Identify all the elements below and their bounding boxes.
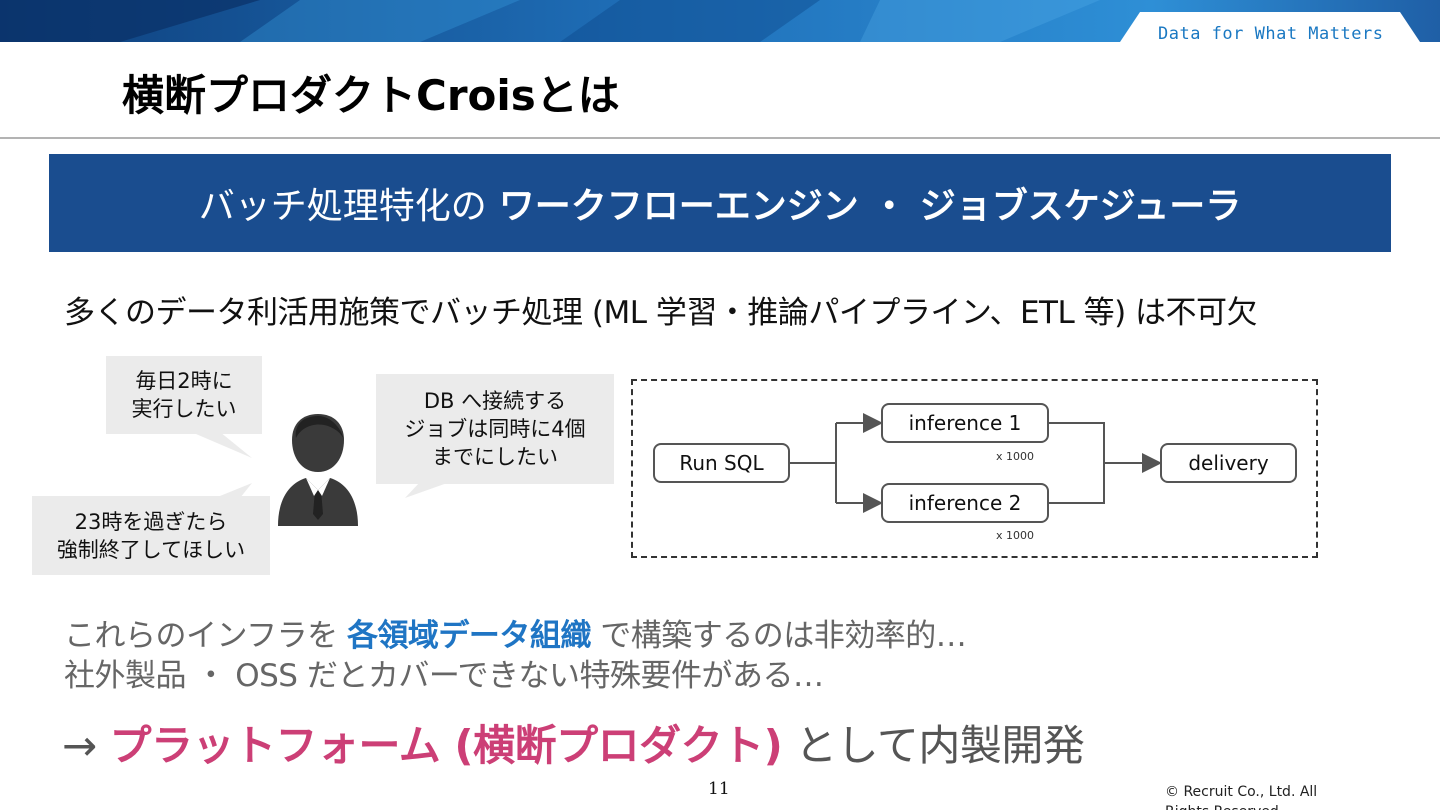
- page-title: 横断プロダクトCroisとは: [122, 71, 620, 120]
- conclusion-suffix: として内製開発: [782, 721, 1085, 770]
- bubble-concurrency-line1: DB へ接続する: [423, 389, 567, 413]
- businessman-icon: [278, 414, 358, 526]
- tagline: Data for What Matters: [1158, 24, 1384, 44]
- node-inference-2: inference 2: [881, 483, 1049, 523]
- bubble-concurrency-line2: ジョブは同時に4個: [404, 417, 586, 441]
- bubble-timeout-line1: 23時を過ぎたら: [74, 509, 228, 534]
- bubble-tail-schedule: [196, 432, 252, 458]
- copyright: © Recruit Co., Ltd. All Rights Reserved: [1165, 784, 1318, 810]
- problem-line-1-suffix: で構築するのは非効率的…: [590, 618, 967, 654]
- problem-line-1-prefix: これらのインフラを: [64, 618, 347, 654]
- problem-line-1: これらのインフラを 各領域データ組織 で構築するのは非効率的…: [64, 610, 967, 655]
- bubble-concurrency-line3: までにしたい: [432, 445, 558, 469]
- banner-light-text: バッチ処理特化の: [198, 186, 487, 227]
- bubble-schedule-line1: 毎日2時に: [135, 369, 233, 393]
- multiplier-inference-2: x 1000: [996, 529, 1035, 542]
- node-inference-1: inference 1: [881, 403, 1049, 443]
- workflow-diagram: [631, 379, 1318, 558]
- page-number: 11: [708, 779, 730, 799]
- banner-strong-text: ワークフローエンジン ・ ジョブスケジューラ: [498, 186, 1242, 227]
- node-delivery: delivery: [1160, 443, 1297, 483]
- node-run-sql: Run SQL: [653, 443, 790, 483]
- multiplier-inference-1: x 1000: [996, 450, 1035, 463]
- bubble-timeout: 23時を過ぎたら 強制終了してほしい: [32, 496, 270, 575]
- bubble-timeout-line2: 強制終了してほしい: [56, 537, 246, 562]
- bubble-schedule: 毎日2時に 実行したい: [106, 356, 262, 434]
- conclusion: → プラットフォーム (横断プロダクト) として内製開発: [62, 712, 1085, 773]
- problem-line-2: 社外製品 ・ OSS だとカバーできない特殊要件がある…: [64, 658, 824, 694]
- intro-text: 多くのデータ利活用施策でバッチ処理 (ML 学習・推論パイプライン、ETL 等)…: [64, 295, 1258, 331]
- conclusion-arrow: →: [62, 721, 110, 770]
- header-band: [0, 0, 1440, 42]
- bubble-concurrency: DB へ接続する ジョブは同時に4個 までにしたい: [376, 374, 614, 484]
- problem-line-1-highlight: 各領域データ組織: [346, 618, 592, 654]
- definition-banner: バッチ処理特化の ワークフローエンジン ・ ジョブスケジューラ: [49, 154, 1391, 252]
- conclusion-highlight: プラットフォーム (横断プロダクト): [109, 721, 783, 770]
- title-divider: [0, 137, 1440, 139]
- bubble-schedule-line2: 実行したい: [131, 397, 237, 421]
- bubble-tail-concurrency: [405, 482, 450, 498]
- header-band-graphic: [0, 0, 1440, 42]
